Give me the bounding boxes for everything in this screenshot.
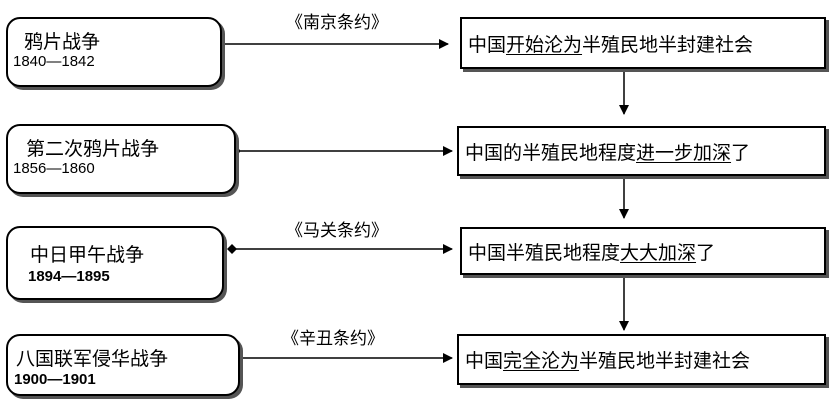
war-box-3: 中日甲午战争 1894—1895: [6, 226, 224, 300]
arrow-origin-dot-2: [236, 149, 240, 153]
war-box-2: 第二次鸦片战争 1856—1860: [6, 124, 236, 194]
result-1-emphasis: 开始沦为: [506, 33, 583, 56]
result-1-before: 中国: [468, 33, 507, 56]
result-1-after: 半殖民地半封建社会: [582, 33, 754, 56]
treaty-label-4: 《辛丑条约》: [282, 329, 384, 349]
war-name-4: 八国联军侵华战争: [16, 348, 169, 370]
war-years-4: 1900—1901: [14, 371, 96, 388]
result-box-3: 中国半殖民地程度大大加深了: [460, 227, 826, 275]
result-2-before: 中国的半殖民地程度: [465, 141, 637, 164]
result-4-after: 半殖民地半封建社会: [579, 350, 751, 372]
war-years-1: 1840—1842: [13, 53, 95, 70]
treaty-label-1: 《南京条约》: [286, 13, 388, 33]
war-name-1: 鸦片战争: [24, 31, 101, 53]
result-3-after: 了: [696, 241, 716, 264]
war-name-2: 第二次鸦片战争: [26, 138, 160, 160]
result-box-1: 中国开始沦为半殖民地半封建社会: [460, 17, 826, 69]
result-2-after: 了: [731, 141, 751, 164]
result-2-emphasis: 进一步加深: [636, 141, 732, 164]
result-3-before: 中国半殖民地程度: [468, 241, 621, 264]
war-years-3: 1894—1895: [28, 268, 110, 285]
result-box-4: 中国完全沦为半殖民地半封建社会: [457, 334, 826, 385]
result-4-before: 中国: [465, 350, 504, 372]
war-name-3: 中日甲午战争: [30, 244, 145, 266]
result-3-emphasis: 大大加深: [620, 241, 697, 264]
result-box-2: 中国的半殖民地程度进一步加深了: [457, 126, 826, 176]
treaty-label-3: 《马关条约》: [286, 221, 388, 241]
war-years-2: 1856—1860: [13, 160, 95, 177]
war-box-1: 鸦片战争 1840—1842: [6, 17, 222, 87]
arrow-origin-diamond-3: [227, 244, 237, 254]
result-4-emphasis: 完全沦为: [503, 350, 580, 372]
war-box-4: 八国联军侵华战争 1900—1901: [6, 334, 240, 396]
